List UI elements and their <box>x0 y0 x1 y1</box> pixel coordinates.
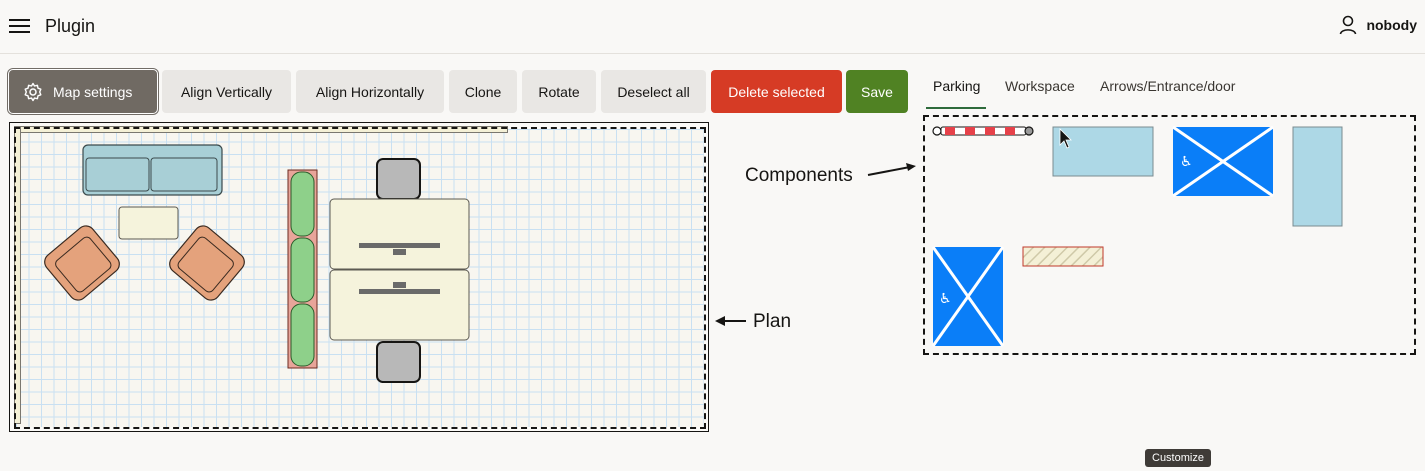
arrow-left-icon <box>715 316 746 326</box>
tab-arrows-entrance-door[interactable]: Arrows/Entrance/door <box>1100 78 1236 94</box>
sofa[interactable] <box>82 144 223 196</box>
hamburger-icon[interactable] <box>9 19 30 34</box>
map-settings-button[interactable]: Map settings <box>8 69 158 114</box>
desk-chair-top[interactable] <box>376 158 421 200</box>
desk-chair-bottom[interactable] <box>376 341 421 383</box>
barrier-gate-component[interactable] <box>932 126 1034 136</box>
delete-selected-button[interactable]: Delete selected <box>711 70 842 113</box>
desk-top[interactable] <box>329 198 470 270</box>
arrow-cursor-icon <box>1059 128 1072 149</box>
align-vertically-button[interactable]: Align Vertically <box>162 70 291 113</box>
tab-parking[interactable]: Parking <box>933 78 981 94</box>
armchair-left[interactable] <box>41 222 123 303</box>
person-icon <box>1340 15 1357 35</box>
plan-furniture <box>41 144 470 383</box>
customize-tooltip: Customize <box>1145 449 1211 467</box>
plan-annotation: Plan <box>753 311 792 332</box>
svg-text:♿: ♿ <box>939 291 952 307</box>
active-tab-indicator <box>926 107 986 109</box>
clone-button[interactable]: Clone <box>449 70 517 113</box>
parking-space-vertical-component[interactable] <box>1292 126 1343 227</box>
gear-icon <box>24 82 42 101</box>
rotate-button[interactable]: Rotate <box>522 70 596 113</box>
align-horizontally-button[interactable]: Align Horizontally <box>296 70 444 113</box>
username: nobody <box>1366 17 1417 33</box>
parking-space-light-component[interactable] <box>1052 126 1154 177</box>
coffee-table[interactable] <box>118 206 179 240</box>
components-panel: ♿ ♿ <box>923 115 1416 355</box>
plan-canvas[interactable] <box>9 122 709 432</box>
arrow-right-icon <box>867 163 916 176</box>
desk-bottom[interactable] <box>329 269 470 341</box>
user-menu[interactable]: nobody <box>1339 15 1417 35</box>
deselect-all-button[interactable]: Deselect all <box>601 70 706 113</box>
accessible-parking-vertical-component[interactable]: ♿ <box>931 246 1005 347</box>
no-parking-zone-component[interactable] <box>1022 246 1104 267</box>
app-header: Plugin nobody <box>0 0 1425 54</box>
components-annotation: Components <box>745 165 853 186</box>
map-settings-label: Map settings <box>53 83 133 100</box>
app-title: Plugin <box>45 16 96 36</box>
components-palette: ♿ ♿ <box>931 125 1343 347</box>
save-button[interactable]: Save <box>846 70 908 113</box>
armchair-right[interactable] <box>166 222 248 303</box>
svg-text:♿: ♿ <box>1180 154 1193 170</box>
tab-workspace[interactable]: Workspace <box>1005 78 1075 94</box>
plant-divider[interactable] <box>287 169 318 369</box>
accessible-parking-component[interactable]: ♿ <box>1172 125 1274 198</box>
